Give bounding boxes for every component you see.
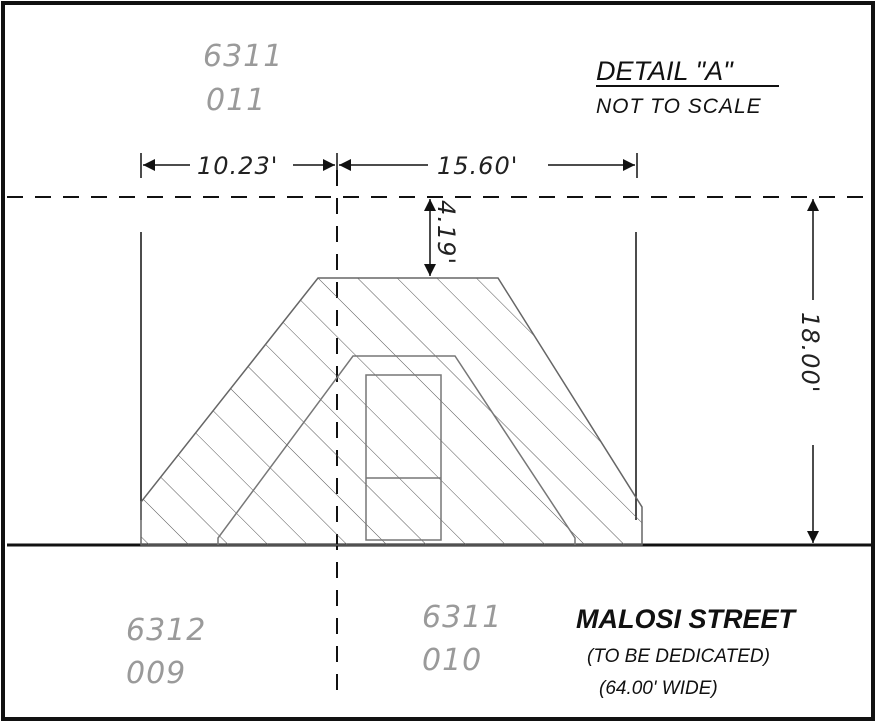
parcel-bottom-left-lot: 009 bbox=[126, 656, 186, 691]
parcel-bottom-right-lot: 010 bbox=[422, 643, 482, 678]
detail-title: DETAIL "A" bbox=[596, 56, 734, 86]
parcel-top-left-book: 6311 bbox=[203, 39, 283, 74]
detail-subtitle: NOT TO SCALE bbox=[596, 95, 762, 118]
inner-outline bbox=[217, 355, 576, 545]
street-status: (TO BE DEDICATED) bbox=[587, 646, 770, 667]
street-name: MALOSI STREET bbox=[576, 604, 798, 634]
dim-offset-label: 4.19' bbox=[432, 200, 460, 265]
dim-left-width-label: 10.23' bbox=[197, 152, 278, 180]
parcel-top-left-lot: 011 bbox=[206, 83, 266, 118]
dim-right-width-label: 15.60' bbox=[437, 152, 518, 180]
structure-rectangle bbox=[365, 374, 442, 541]
parcel-bottom-right-book: 6311 bbox=[422, 600, 502, 635]
dim-height-label: 18.00' bbox=[796, 312, 824, 393]
street-width: (64.00' WIDE) bbox=[599, 678, 718, 699]
parcel-bottom-left-book: 6312 bbox=[126, 613, 206, 648]
hatched-easement-area bbox=[140, 277, 643, 546]
